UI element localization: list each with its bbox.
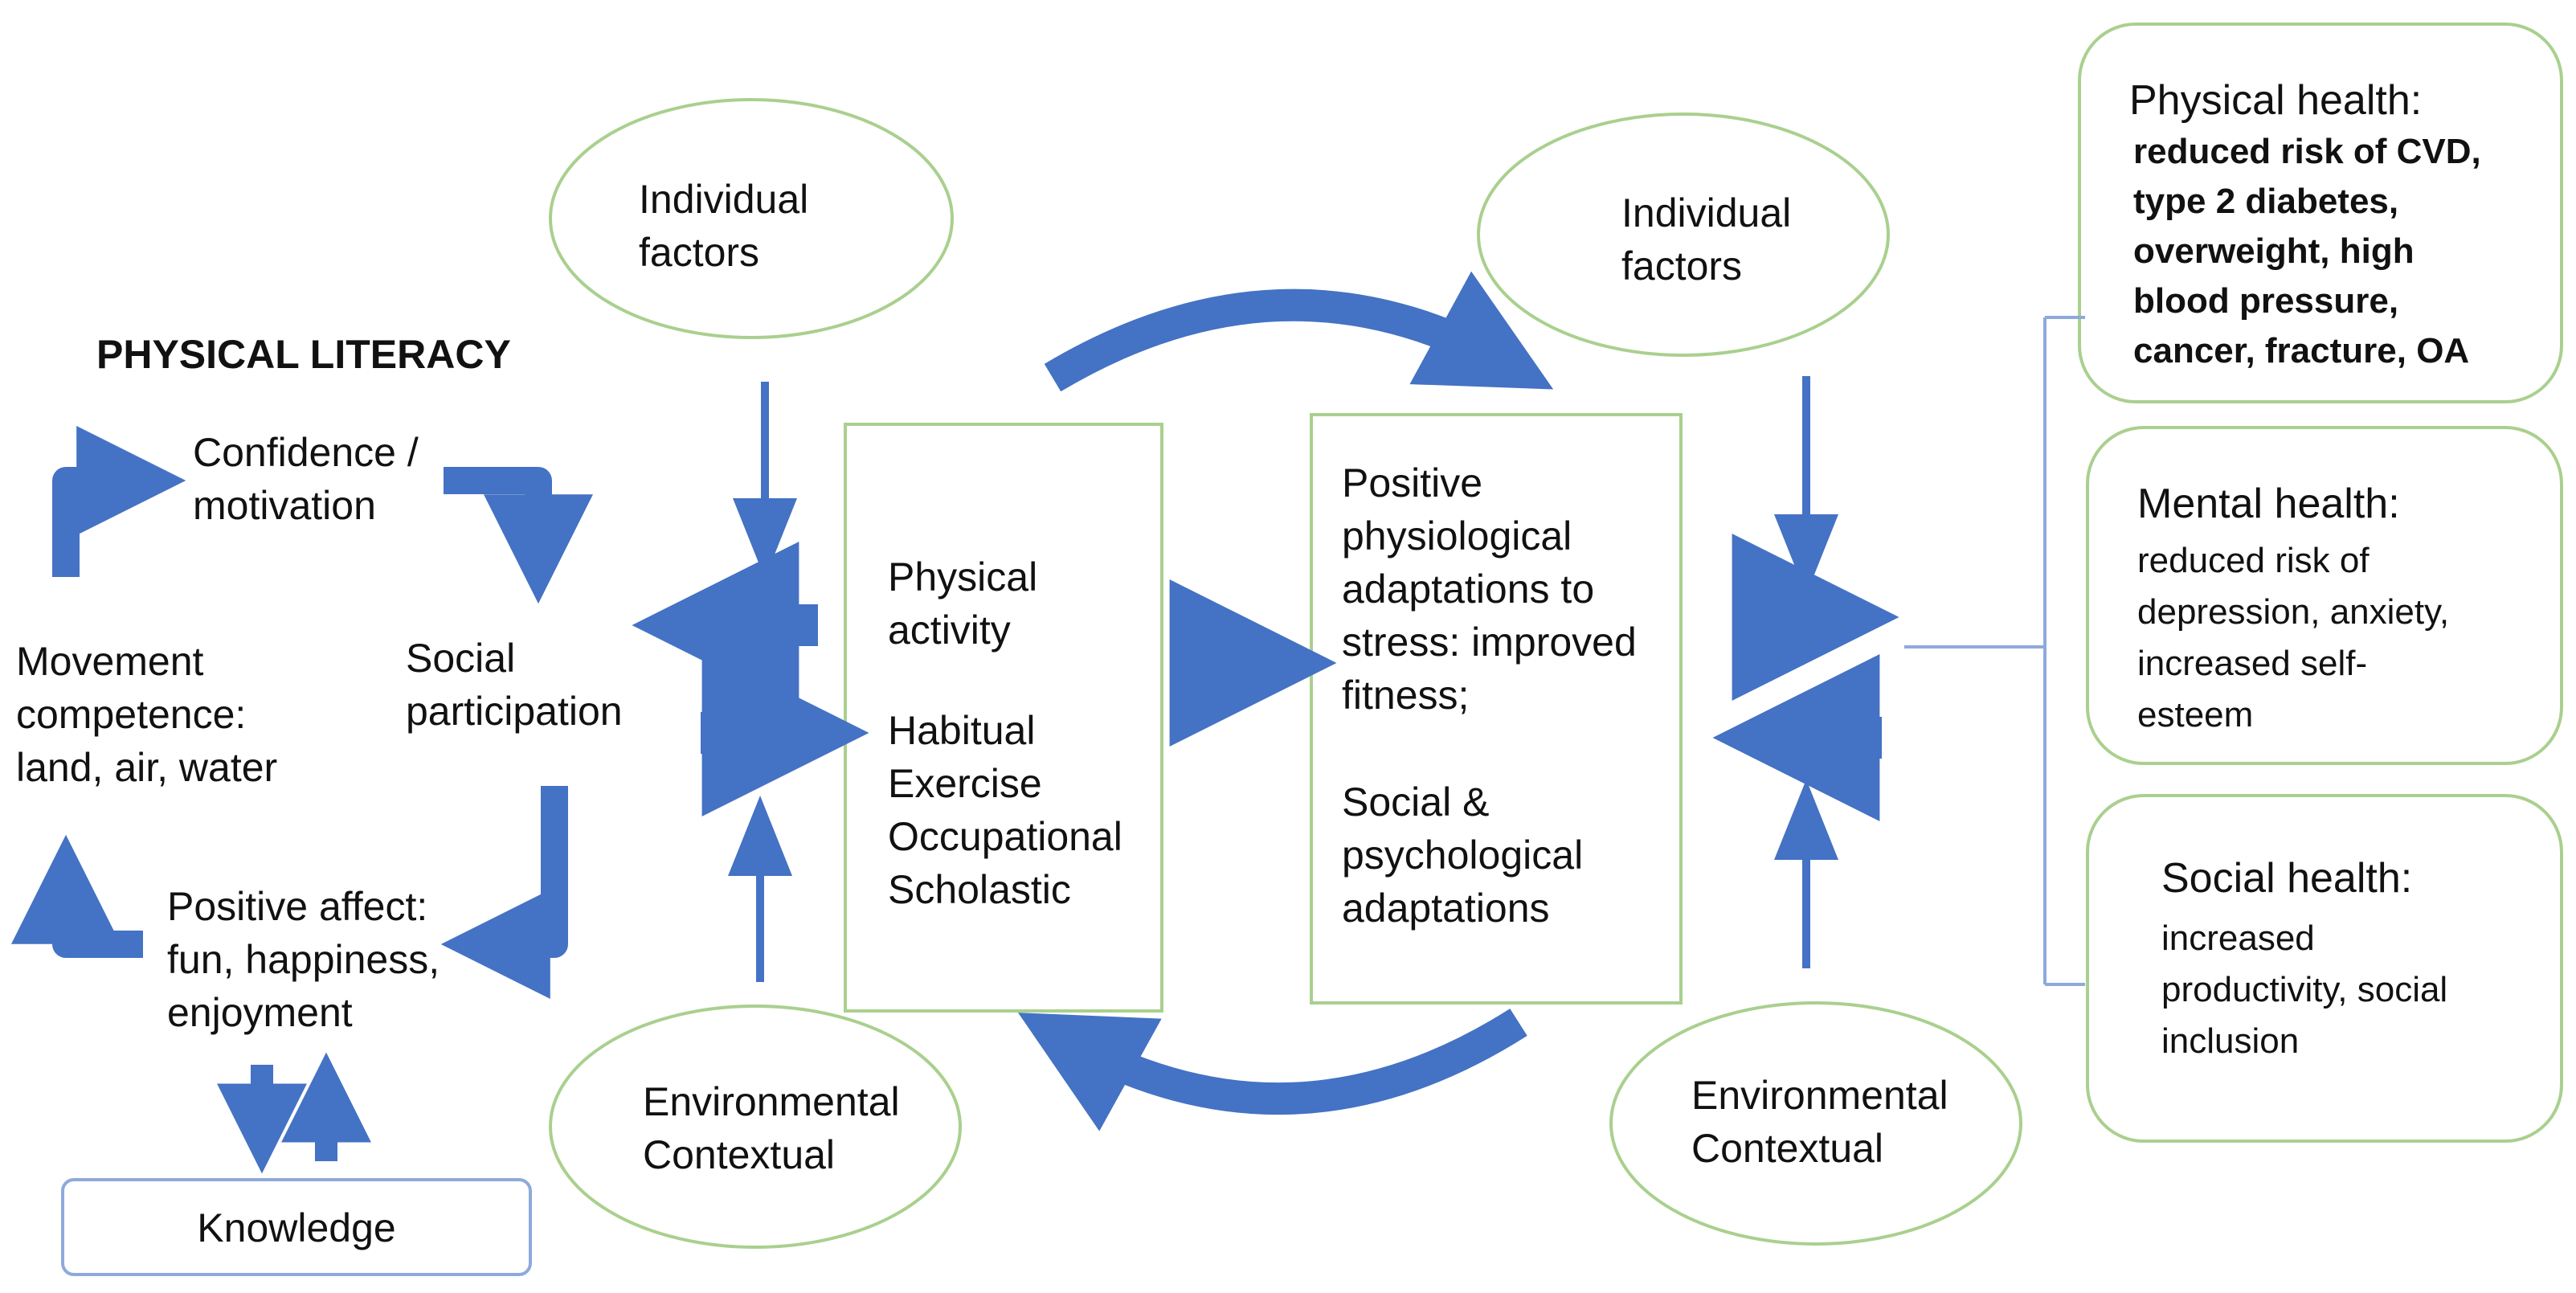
physical-activity-box xyxy=(844,423,1163,1013)
knowledge-arrows xyxy=(217,1052,371,1174)
activity-types-label: Habitual Exercise Occupational Scholasti… xyxy=(888,708,1122,912)
physical-activity-label: Physical activity xyxy=(888,554,1038,653)
movement-competence-label: Movement competence: land, air, water xyxy=(16,639,278,790)
physiological-adaptations-label: Positive physiological adaptations to st… xyxy=(1342,460,1637,718)
right-horizontal-arrows xyxy=(1712,534,1899,821)
social-health-body: increased productivity, social inclusion xyxy=(2161,919,2448,1061)
cycle-arrow-right-down xyxy=(444,467,593,604)
physical-health-title: Physical health: xyxy=(2129,77,2423,124)
mental-health-title: Mental health: xyxy=(2137,481,2400,527)
ellipse-environmental-right xyxy=(1609,1001,2022,1246)
positive-affect-label: Positive affect: fun, happiness, enjoyme… xyxy=(167,884,440,1035)
ellipse-individual-right xyxy=(1477,113,1890,357)
adaptations-box xyxy=(1310,413,1683,1005)
physical-literacy-title: PHYSICAL LITERACY xyxy=(96,332,511,377)
ellipse-environmental-left xyxy=(549,1005,962,1249)
physical-health-body: reduced risk of CVD, type 2 diabetes, ov… xyxy=(2133,132,2481,370)
environmental-contextual-right-label: Environmental Contextual xyxy=(1691,1073,1948,1171)
mental-health-box xyxy=(2086,426,2563,765)
social-psychological-adaptations-label: Social & psychological adaptations xyxy=(1342,779,1584,931)
cycle-arrow-left-up xyxy=(11,834,143,958)
individual-factors-left-label: Individual factors xyxy=(639,177,809,275)
confidence-motivation-label: Confidence / motivation xyxy=(193,430,419,528)
cycle-arrow-down-left xyxy=(440,786,568,999)
social-health-title: Social health: xyxy=(2161,855,2413,902)
knowledge-box xyxy=(61,1178,532,1276)
curved-arrow-top xyxy=(1044,271,1554,392)
factor-arrows xyxy=(728,376,1838,982)
left-horizontal-arrows xyxy=(632,542,869,816)
ellipse-individual-left xyxy=(549,98,954,339)
cycle-arrows xyxy=(11,426,593,999)
environmental-contextual-left-label: Environmental Contextual xyxy=(643,1079,900,1177)
social-participation-label: Social participation xyxy=(406,636,623,734)
physical-health-box xyxy=(2078,23,2563,403)
individual-factors-right-label: Individual factors xyxy=(1621,190,1792,288)
social-health-box xyxy=(2086,794,2563,1143)
knowledge-label: Knowledge xyxy=(197,1205,396,1250)
cycle-arrow-up-right xyxy=(52,426,186,577)
curved-arrow-bottom xyxy=(1017,1009,1527,1131)
mental-health-body: reduced risk of depression, anxiety, inc… xyxy=(2137,541,2450,734)
outcome-bracket xyxy=(1904,316,2085,986)
